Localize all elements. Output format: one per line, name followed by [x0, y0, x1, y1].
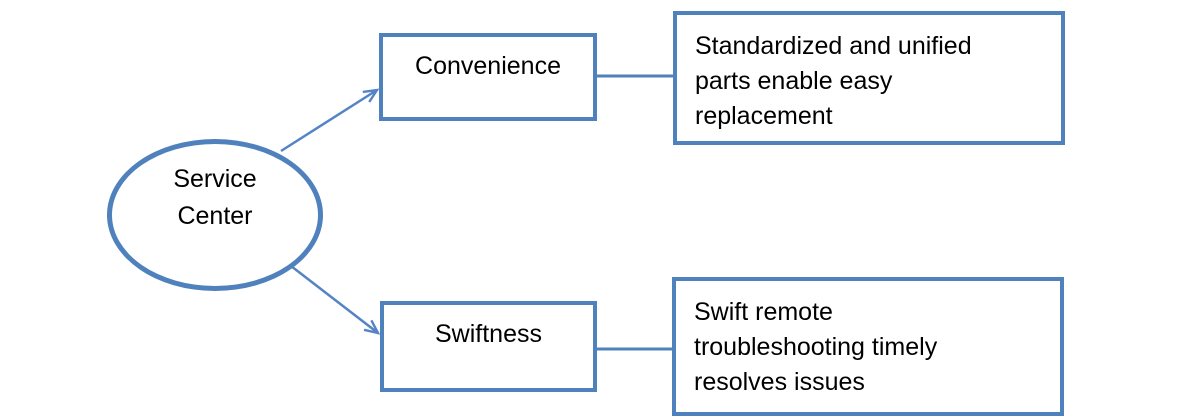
branch-node-label: Convenience [415, 52, 561, 80]
branch-node-swiftness: Swiftness [380, 301, 597, 392]
root-node-service-center: Service Center [107, 139, 323, 291]
arrow-root-to-swiftness [290, 265, 378, 333]
root-node-label: Service Center [173, 165, 257, 230]
arrow-root-to-convenience [280, 90, 377, 153]
branch-node-convenience: Convenience [379, 33, 597, 121]
description-box-swiftness: Swift remote troubleshooting timely reso… [672, 277, 1064, 416]
description-text: Swift remote troubleshooting timely reso… [694, 298, 938, 396]
branch-node-label: Swiftness [435, 320, 542, 348]
description-box-convenience: Standardized and unified parts enable ea… [673, 11, 1065, 145]
description-text: Standardized and unified parts enable ea… [695, 32, 972, 130]
